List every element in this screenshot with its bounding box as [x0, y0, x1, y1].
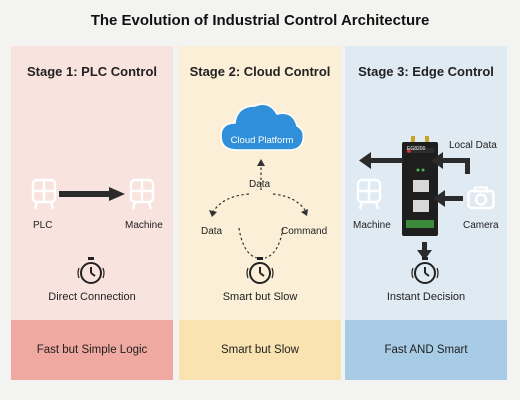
target-machine-icon: [129, 178, 155, 210]
plc-label: PLC: [33, 220, 53, 231]
cloud-platform-label: Cloud Platform: [230, 135, 294, 146]
stage-3-title: Stage 3: Edge Control: [358, 64, 494, 79]
stage-1-caption: Direct Connection: [48, 291, 136, 303]
stage-1-footer: Fast but Simple Logic: [11, 320, 173, 380]
device-brand-label: EG8200: [407, 146, 426, 152]
data-label: Data: [201, 226, 223, 237]
local-data-label: Local Data: [449, 140, 497, 151]
stage-2-title: Stage 2: Cloud Control: [189, 64, 331, 79]
data-flow-arrows: [209, 159, 308, 259]
stage-3-panel: Stage 3: Edge Control Local Data EG8200: [345, 46, 507, 380]
camera-icon: [467, 186, 495, 210]
stage-2-panel: Stage 2: Cloud Control Cloud Platform Da…: [179, 46, 341, 380]
command-label: Command: [281, 226, 328, 237]
upload-data-label: Data: [249, 179, 271, 190]
direct-arrow: [59, 187, 125, 201]
cloud-icon: [220, 103, 305, 151]
stopwatch-icon: [411, 257, 439, 284]
stage-2-caption: Smart but Slow: [222, 291, 298, 303]
diagram-title: The Evolution of Industrial Control Arch…: [90, 12, 430, 29]
stage-1-title: Stage 1: PLC Control: [26, 64, 157, 79]
stage-2-footer: Smart but Slow: [179, 320, 341, 380]
camera-label: Camera: [463, 220, 499, 231]
edge-flow-arrows: [359, 152, 470, 260]
edge-gateway-icon: [402, 136, 438, 236]
plc-machine-icon: [31, 178, 57, 210]
stage-3-caption: Instant Decision: [386, 291, 466, 303]
stopwatch-icon: [77, 257, 105, 284]
machine-icon: [356, 178, 382, 210]
stopwatch-icon: [246, 257, 274, 284]
machine-label: Machine: [125, 220, 163, 231]
stage-3-footer: Fast AND Smart: [345, 320, 507, 380]
stage-1-panel: Stage 1: PLC Control PLC Machine Direct …: [11, 46, 173, 380]
machine-label: Machine: [353, 220, 391, 231]
